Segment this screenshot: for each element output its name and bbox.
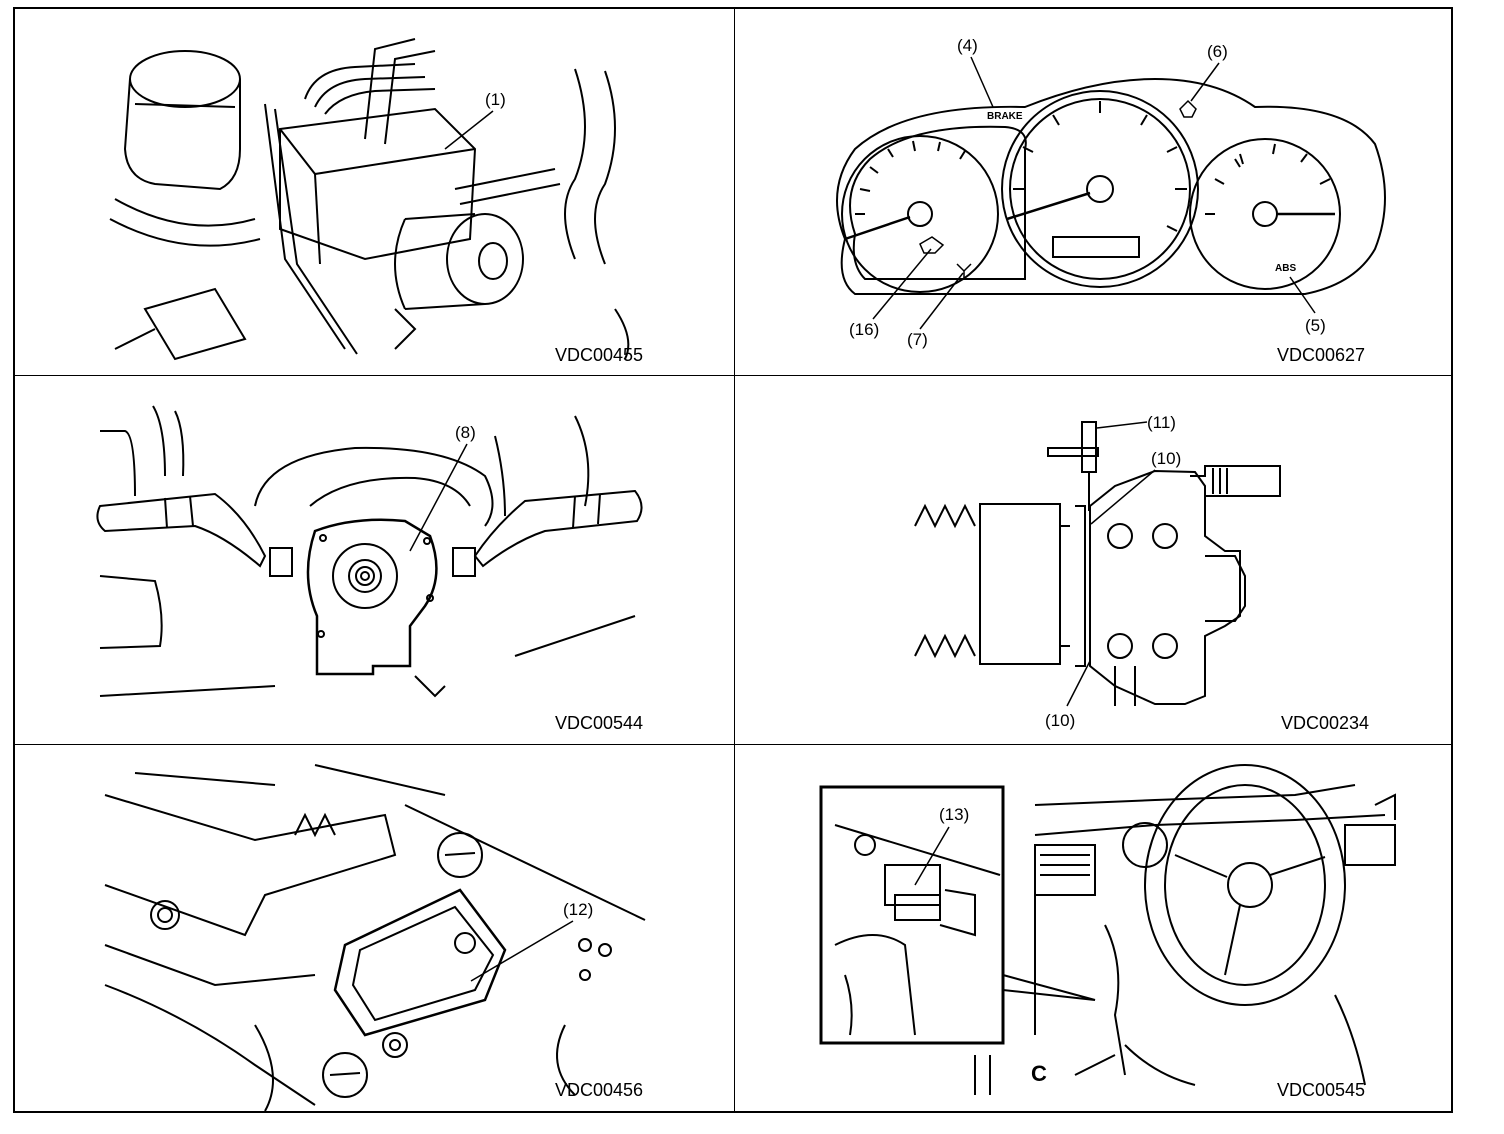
grid-divider-vertical (734, 9, 735, 1111)
callout-12: (12) (563, 900, 593, 919)
figure-code-vdc00455: VDC00455 (555, 345, 644, 365)
callout-10-lower: (10) (1045, 711, 1075, 730)
panel-wheel-speed-sensor: (11) (10) (10) VDC00234 (735, 376, 1451, 744)
panel-data-link-connector: (13) C VDC00545 (735, 745, 1451, 1111)
panel-yaw-rate-sensor: (12) VDC00456 (15, 745, 734, 1111)
panel-combination-meter: BRAKE ABS (4) (6) (16) (7) (5) VDC00627 (735, 9, 1451, 375)
grid-divider-row2 (15, 744, 1451, 745)
callout-4: (4) (957, 36, 978, 55)
wheel-hub-cross-section: (11) (10) (10) (914, 413, 1281, 730)
callout-7: (7) (907, 330, 928, 349)
callout-1: (1) (485, 90, 506, 109)
grid-divider-row1 (15, 375, 1451, 376)
steering-angle-sensor-illustration: (8) (96, 405, 643, 698)
callout-13: (13) (939, 805, 969, 824)
figure-code-vdc00545: VDC00545 (1277, 1080, 1366, 1100)
dashboard-connector-illustration: (13) C (819, 764, 1396, 1095)
callout-8: (8) (455, 423, 476, 442)
figure-code-vdc00544: VDC00544 (555, 713, 644, 733)
callout-5: (5) (1305, 316, 1326, 335)
figure-code-vdc00456: VDC00456 (555, 1080, 644, 1100)
callout-11: (11) (1147, 413, 1176, 432)
vdc-indicator-icon (1179, 99, 1197, 118)
vdc-off-indicator-icon (919, 236, 945, 254)
hydraulic-unit-illustration: (1) (109, 38, 630, 361)
yaw-rate-sensor-illustration: (12) (104, 764, 646, 1111)
figure-code-vdc00234: VDC00234 (1281, 713, 1370, 733)
vdc-warning-indicator-icon (956, 263, 972, 279)
section-marker: C (1031, 1061, 1047, 1086)
combination-meter-illustration: BRAKE ABS (4) (6) (16) (7) (5) (836, 36, 1386, 349)
figure-code-vdc00627: VDC00627 (1277, 345, 1366, 365)
callout-10-upper: (10) (1151, 449, 1181, 468)
brake-warning-light: BRAKE (987, 111, 1023, 122)
panel-steering-angle-sensor: (8) VDC00544 (15, 376, 734, 744)
callout-16: (16) (849, 320, 879, 339)
callout-6: (6) (1207, 42, 1228, 61)
figure-grid: (1) VDC00455 (13, 7, 1453, 1113)
abs-warning-light: ABS (1275, 263, 1296, 274)
panel-hydraulic-unit: (1) VDC00455 (15, 9, 734, 375)
